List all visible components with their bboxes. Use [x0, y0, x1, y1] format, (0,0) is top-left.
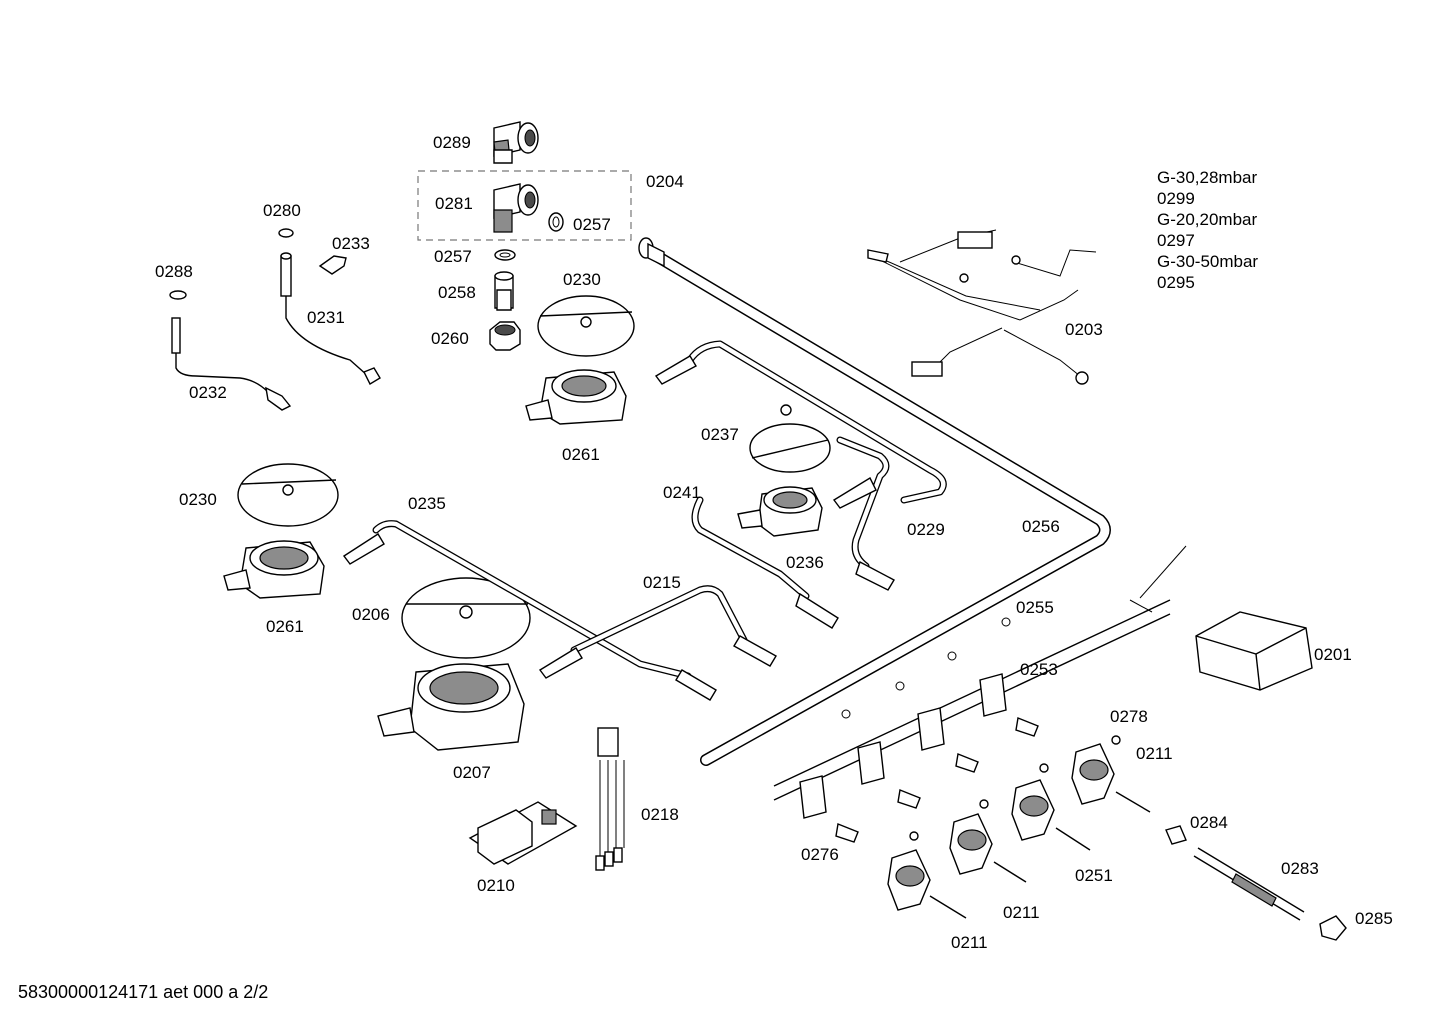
gas-note-1: G-30,28mbar: [1157, 168, 1258, 187]
gas-note-2: 0299: [1157, 189, 1195, 208]
part-0256-main-pipe: [638, 237, 1111, 766]
gas-note-4: 0297: [1157, 231, 1195, 250]
label-0215: 0215: [643, 573, 681, 592]
part-0207-burner-body: [377, 663, 525, 751]
label-0231: 0231: [307, 308, 345, 327]
label-0258: 0258: [438, 283, 476, 302]
label-0278: 0278: [1110, 707, 1148, 726]
part-0255-rail: [773, 545, 1187, 801]
part-0258-nipple: [494, 271, 514, 311]
label-0251: 0251: [1075, 866, 1113, 885]
part-0285-bushing: [1319, 915, 1347, 941]
part-0229-pipe: [832, 436, 895, 591]
part-0251-valve: [1011, 779, 1091, 851]
label-0201: 0201: [1314, 645, 1352, 664]
part-0233-clip: [318, 255, 347, 275]
label-0230-b: 0230: [179, 490, 217, 509]
part-0232-thermocouple: [171, 317, 292, 411]
gas-note-6: 0295: [1157, 273, 1195, 292]
label-0236: 0236: [786, 553, 824, 572]
part-0284-cap: [1165, 825, 1187, 845]
part-0236-burner-body: [737, 486, 823, 537]
part-0261-burner-body-b: [223, 540, 325, 599]
label-0256: 0256: [1022, 517, 1060, 536]
label-0232: 0232: [189, 383, 227, 402]
part-0211-valve-c: [1071, 743, 1151, 813]
part-0218-wires: [595, 727, 625, 871]
label-0280: 0280: [263, 201, 301, 220]
label-0229: 0229: [907, 520, 945, 539]
label-0211-b: 0211: [1003, 903, 1040, 922]
drawing-footer: 58300000124171 aet 000 a 2/2: [18, 982, 269, 1002]
label-0288: 0288: [155, 262, 193, 281]
part-0253-spark-switches: [799, 673, 1007, 819]
label-0260: 0260: [431, 329, 469, 348]
part-0206-burner-cap: [401, 577, 531, 659]
part-0201-ignition-module: [1195, 611, 1313, 691]
part-0211-valve-a: [887, 849, 967, 919]
label-0204: 0204: [646, 172, 684, 191]
label-0257-b: 0257: [434, 247, 472, 266]
part-0203-wiring-harness: [867, 229, 1097, 385]
label-0230-a: 0230: [563, 270, 601, 289]
part-0280-washer: [278, 228, 294, 238]
part-0230-burner-cap-b: [237, 463, 339, 527]
part-0276-injectors: [835, 717, 1039, 843]
label-0211-a: 0211: [1136, 744, 1173, 763]
part-0210-pcb: [468, 801, 578, 865]
label-0233: 0233: [332, 234, 370, 253]
part-0211-valve-b: [949, 813, 1027, 883]
gas-note-5: G-30-50mbar: [1157, 252, 1259, 271]
part-0281-elbow: [493, 183, 539, 233]
part-0261-burner-body-a: [525, 369, 627, 425]
part-0230-burner-cap-a: [537, 295, 635, 357]
part-0257-washer-a: [548, 212, 564, 232]
label-0207: 0207: [453, 763, 491, 782]
part-0241-lower-pipe: [691, 496, 839, 629]
kit-0204-outline: [417, 170, 632, 241]
part-0260-nut: [489, 321, 521, 351]
label-0281: 0281: [435, 194, 473, 213]
part-0283-rod: [1193, 847, 1305, 921]
label-0283: 0283: [1281, 859, 1319, 878]
label-0206: 0206: [352, 605, 390, 624]
gas-notes: G-30,28mbar 0299 G-20,20mbar 0297 G-30-5…: [1157, 167, 1258, 293]
label-0241: 0241: [663, 483, 701, 502]
label-0261-b: 0261: [266, 617, 304, 636]
label-0210: 0210: [477, 876, 515, 895]
part-0241-pipe: [654, 340, 947, 504]
label-0257-a: 0257: [573, 215, 611, 234]
label-0253: 0253: [1020, 660, 1058, 679]
label-0211-c: 0211: [951, 933, 988, 952]
part-0289-elbow: [493, 121, 539, 164]
label-0255: 0255: [1016, 598, 1054, 617]
part-0237-burner-cap: [749, 404, 831, 473]
gas-note-3: G-20,20mbar: [1157, 210, 1258, 229]
label-0284: 0284: [1190, 813, 1228, 832]
part-0288-washer: [169, 290, 187, 300]
label-0203: 0203: [1065, 320, 1103, 339]
label-0289: 0289: [433, 133, 471, 152]
part-0257-washer-b: [494, 249, 516, 261]
part-0235-pipe: [342, 520, 717, 701]
part-0231-thermocouple: [280, 252, 381, 385]
label-0285: 0285: [1355, 909, 1393, 928]
label-0276: 0276: [801, 845, 839, 864]
label-0218: 0218: [641, 805, 679, 824]
label-0235: 0235: [408, 494, 446, 513]
part-0278-washer: [1111, 735, 1121, 745]
part-0215-pipe: [538, 585, 777, 679]
label-0237: 0237: [701, 425, 739, 444]
label-0261-a: 0261: [562, 445, 600, 464]
